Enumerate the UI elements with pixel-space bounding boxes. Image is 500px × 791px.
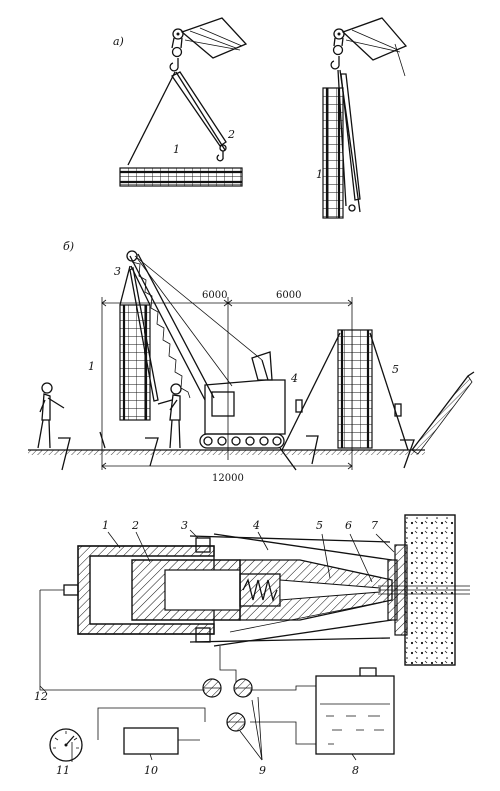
panel-a-label: a) (113, 35, 124, 48)
panel-c-callout-2: 2 (131, 519, 139, 532)
panel-a-left-slings (127, 71, 227, 166)
dimension-6000-right: 6000 (276, 290, 301, 301)
panel-c-callout-1: 1 (102, 519, 109, 532)
panel-b-ground-stakes-left (58, 431, 159, 471)
panel-c-callout-4: 4 (252, 519, 260, 532)
panel-b-dimension-bottom (101, 462, 353, 470)
panel-a-right-crane-hook (330, 17, 408, 77)
panel-a-left-crane-hook (169, 17, 248, 72)
hydraulic-lines (39, 590, 316, 760)
control-valves (202, 678, 263, 761)
pump-unit (123, 727, 179, 755)
panel-b-callout-1: 1 (88, 360, 95, 373)
panel-c-callout-7: 7 (371, 519, 378, 532)
panel-a-callout-1: 1 (173, 143, 180, 156)
panel-c-callout-3: 3 (181, 519, 188, 532)
panel-c-leader-lines (39, 529, 395, 762)
gripping-cone (239, 559, 393, 621)
panel-c-callout-6: 6 (345, 519, 352, 532)
panel-b-callout-5: 5 (392, 363, 399, 376)
panel-b-installed-mesh (281, 329, 409, 451)
panel-b-callout-4: 4 (290, 372, 298, 385)
panel-c-callout-9: 9 (259, 764, 266, 777)
crawler-crane (126, 250, 286, 449)
pressure-gauge (49, 728, 83, 762)
panel-a: a) 1 2 (113, 17, 408, 219)
panel-c-callout-8: 8 (352, 764, 359, 777)
panel-b: б) 6000 6000 12000 (28, 240, 475, 484)
panel-a-callout-2: 2 (227, 128, 235, 141)
worker-right (157, 383, 182, 449)
tendon-wires (378, 585, 470, 595)
panel-c-callout-11: 11 (56, 764, 70, 777)
panel-b-ground-stakes-right (279, 435, 415, 471)
panel-c-callout-10: 10 (144, 764, 158, 777)
jack-cylinder (77, 537, 281, 643)
panel-b-embankment (411, 371, 475, 455)
panel-c-callout-5: 5 (316, 519, 323, 532)
jack-rod (40, 584, 79, 596)
panel-b-label: б) (63, 240, 74, 253)
worker-left (37, 382, 65, 449)
panel-b-lifted-mesh (119, 265, 159, 421)
panel-c: 1 2 3 4 5 6 7 12 11 10 9 8 (34, 514, 470, 777)
panel-a-right-callout-1: 1 (316, 168, 323, 181)
panel-c-callout-12: 12 (34, 690, 48, 703)
dimension-6000-left: 6000 (202, 290, 227, 301)
panel-b-callout-3: 3 (114, 265, 121, 278)
panel-a-horizontal-mesh (119, 167, 243, 187)
panel-a-vertical-mesh (322, 87, 356, 219)
oil-tank (315, 667, 395, 755)
dimension-12000: 12000 (212, 473, 244, 484)
panel-b-ground (28, 449, 425, 455)
